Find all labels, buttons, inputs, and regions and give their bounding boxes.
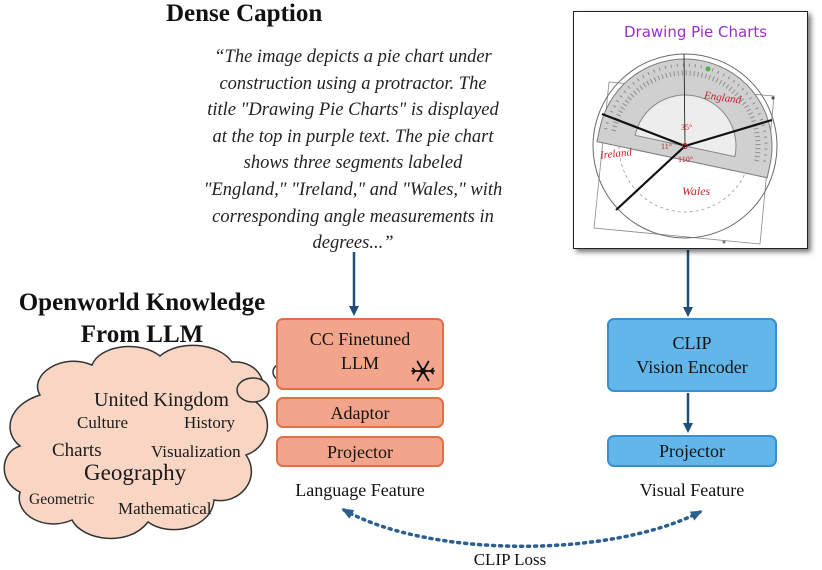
cloud-word-history: History [184, 413, 235, 432]
clip-loss-label: CLIP Loss [473, 550, 547, 569]
cloud-word-mathematical: Mathematical [118, 499, 212, 518]
knowledge-title-line1: Openworld Knowledge [18, 289, 266, 316]
caption-line: "England," "Ireland," and "Wales," with [203, 179, 503, 200]
caption-line: construction using a protractor. The [219, 73, 487, 94]
label-wales: Wales [682, 184, 711, 198]
dense-caption-text: “The image depicts a pie chart under con… [170, 44, 536, 257]
cloud-word-culture: Culture [77, 413, 128, 432]
cloud-word-uk: United Kingdom [94, 389, 229, 411]
example-chart-title: Drawing Pie Charts [624, 23, 768, 41]
cloud-word-charts: Charts [52, 440, 102, 461]
adaptor-box: Adaptor [276, 397, 444, 428]
snowflake-icon [411, 360, 435, 382]
clip-vision-encoder-box: CLIP Vision Encoder [607, 318, 777, 392]
language-projector-box: Projector [276, 436, 444, 467]
encoder-label-line1: CLIP [672, 333, 712, 353]
llm-label-line2: LLM [340, 353, 379, 373]
label-angle-top: 35° [681, 123, 693, 132]
cloud-word-visualization: Visualization [151, 442, 241, 461]
cloud-word-geography: Geography [84, 460, 187, 485]
llm-label-line1: CC Finetuned [309, 329, 411, 349]
caption-line: corresponding angle measurements in [212, 206, 494, 227]
protractor-pie-drawing [592, 53, 778, 245]
cloud-word-geometric: Geometric [29, 491, 95, 508]
language-feature-label: Language Feature [295, 480, 425, 500]
cc-finetuned-llm-box: CC Finetuned LLM [276, 318, 444, 390]
caption-line: shows three segments labeled [243, 153, 463, 174]
vision-projector-box: Projector [607, 435, 777, 467]
label-angle-bottom: 110° [678, 155, 693, 164]
caption-line: “The image depicts a pie chart under [214, 47, 492, 67]
knowledge-title: Openworld Knowledge From LLM [2, 287, 282, 351]
caption-line: degrees...” [312, 233, 394, 254]
visual-feature-label: Visual Feature [639, 480, 745, 500]
caption-line: title "Drawing Pie Charts" is displayed [207, 100, 499, 121]
encoder-label-line2: Vision Encoder [636, 357, 748, 377]
caption-line: at the top in purple text. The pie chart [212, 126, 494, 147]
example-chart-image: Drawing Pie Charts England Ireland Wales… [573, 11, 808, 249]
dense-caption-title: Dense Caption [166, 0, 323, 27]
label-angle-left: 11° [661, 142, 672, 151]
knowledge-title-line2: From LLM [80, 321, 204, 348]
clip-loss-curve [341, 508, 703, 548]
